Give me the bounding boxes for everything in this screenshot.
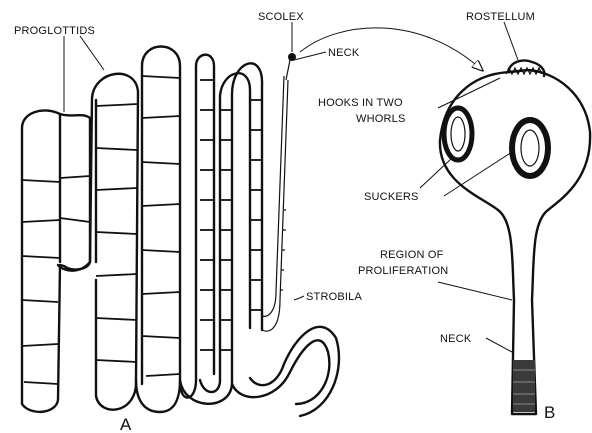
neck-a-leader xyxy=(294,52,326,60)
worm-strobila-body xyxy=(22,47,339,417)
suckers-leader-1 xyxy=(420,158,452,188)
scolex-enlarged xyxy=(440,60,590,414)
neck-b-leader xyxy=(486,338,512,352)
panel-label-a: A xyxy=(120,415,132,433)
label-region-line1: REGION OF xyxy=(380,249,444,261)
label-rostellum: ROSTELLUM xyxy=(466,11,535,23)
label-suckers: SUCKERS xyxy=(364,191,419,203)
label-strobila: STROBILA xyxy=(306,291,362,303)
panel-label-b: B xyxy=(544,403,555,422)
region-leader xyxy=(438,282,512,300)
rostellum-leader xyxy=(504,22,518,60)
proglottids-leader-2 xyxy=(80,36,104,70)
label-hooks-line1: HOOKS IN TWO xyxy=(318,97,403,109)
label-proglottids: PROGLOTTIDS xyxy=(14,25,95,37)
label-neck-a: NECK xyxy=(328,47,360,59)
strobila-leader xyxy=(294,296,304,300)
label-neck-b: NECK xyxy=(440,333,472,345)
label-hooks-line2: WHORLS xyxy=(356,113,405,125)
label-region-line2: PROLIFERATION xyxy=(358,265,448,277)
hooks-leader xyxy=(438,78,500,108)
label-scolex: SCOLEX xyxy=(258,11,304,23)
